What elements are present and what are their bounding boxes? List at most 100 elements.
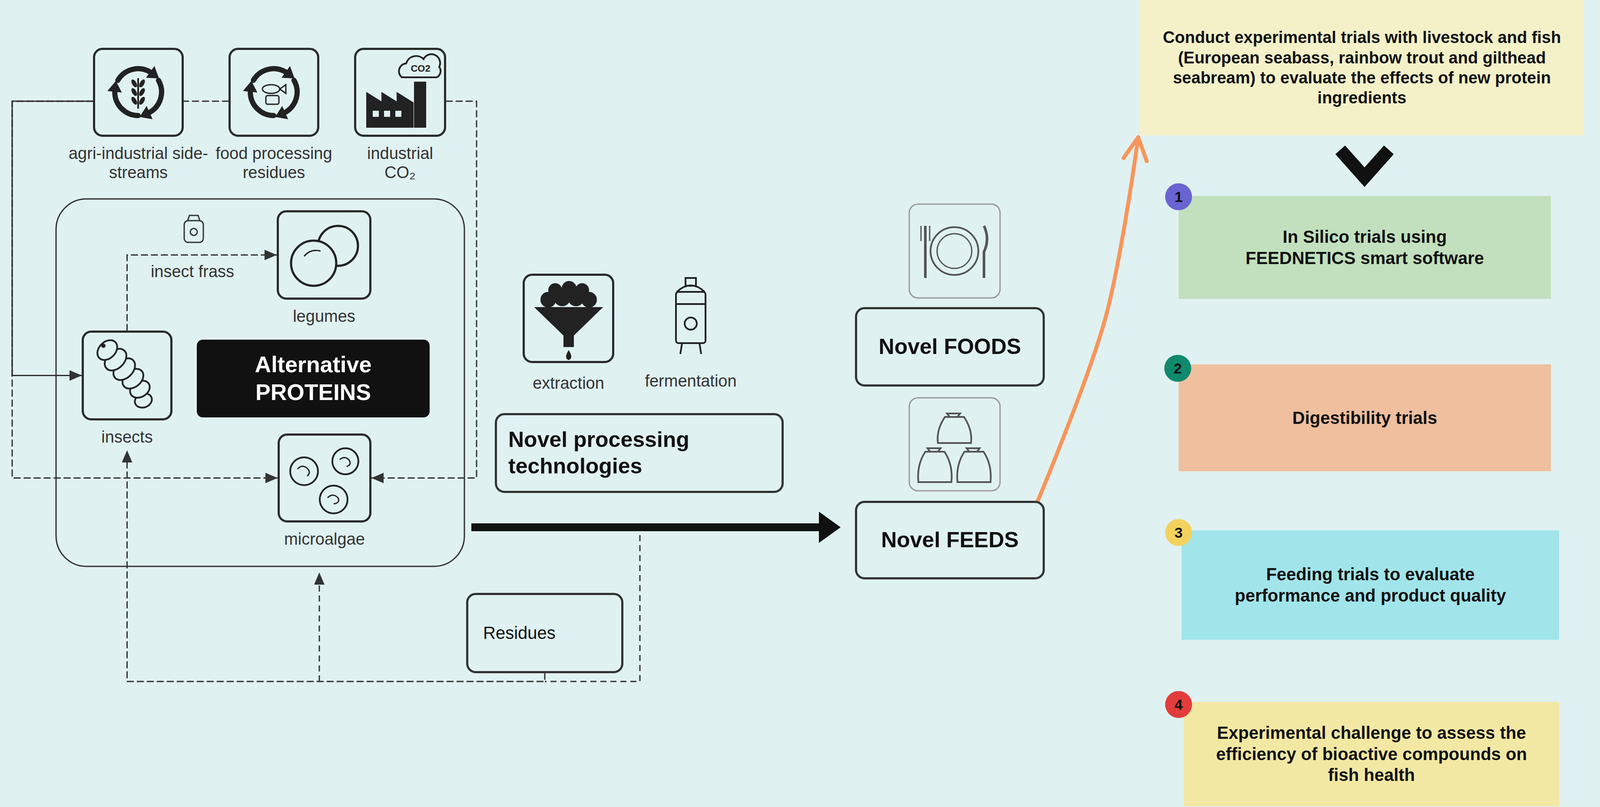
edge-label: insect frass bbox=[138, 262, 247, 282]
icon-caption: legumes bbox=[258, 307, 390, 327]
recycle-wheat-icon bbox=[130, 78, 139, 89]
feed-sacks-icon bbox=[947, 413, 961, 418]
icon-box: extraction bbox=[522, 273, 615, 364]
factory-icon bbox=[372, 110, 379, 117]
box-text: In Silico trials using FEEDNETICS smart … bbox=[1225, 226, 1504, 269]
feed-sacks-icon bbox=[927, 448, 941, 452]
group-outline bbox=[56, 198, 465, 567]
box-text: Feeding trials to evaluate performance a… bbox=[1214, 563, 1528, 607]
fermenter-icon bbox=[685, 278, 696, 286]
callout-number: 1 bbox=[1165, 183, 1193, 211]
box-text: Residues bbox=[483, 622, 556, 644]
main-flow-arrow bbox=[471, 511, 841, 544]
recycle-wheat-icon bbox=[130, 96, 139, 106]
main-flow-arrow bbox=[818, 511, 841, 544]
factory-icon bbox=[367, 54, 441, 127]
factory-icon bbox=[414, 82, 426, 127]
icon-box: microalgae bbox=[277, 433, 372, 523]
feed-sacks-icon bbox=[957, 451, 991, 483]
step-band: Conduct experimental trials with livesto… bbox=[1139, 0, 1584, 136]
process-box: Residues bbox=[466, 592, 624, 674]
icon-box: insects bbox=[81, 330, 173, 421]
plate-icon bbox=[937, 233, 972, 269]
plate-icon bbox=[983, 225, 988, 279]
connector bbox=[1037, 137, 1139, 501]
fermenter-icon bbox=[699, 343, 702, 355]
factory-icon bbox=[384, 110, 391, 117]
recycle-wheat-icon bbox=[130, 87, 139, 97]
process-box: Novel FOODS bbox=[854, 307, 1045, 387]
recycle-wheat-icon bbox=[138, 78, 147, 89]
icon-caption: insects bbox=[62, 427, 193, 448]
factory-icon bbox=[372, 110, 402, 117]
recycle-food-icon bbox=[265, 95, 279, 105]
box-text: Novel FOODS bbox=[878, 333, 1022, 361]
box-ground bbox=[354, 47, 447, 137]
icon-box: industrial CO₂ bbox=[354, 47, 447, 137]
highlight-box: Alternative PROTEINS bbox=[196, 339, 430, 418]
recycle-food-icon bbox=[262, 84, 280, 94]
feed-sacks-icon bbox=[909, 397, 1001, 491]
icon-box: legumes bbox=[276, 210, 372, 300]
chevron-symbol bbox=[1340, 149, 1389, 178]
box-ground bbox=[522, 273, 615, 364]
plate-icon bbox=[909, 204, 1001, 299]
microalgae-icon bbox=[290, 457, 319, 486]
box-text: Novel FEEDS bbox=[881, 526, 1019, 554]
step-band: Feeding trials to evaluate performance a… bbox=[1181, 530, 1560, 640]
text-label: CO2 bbox=[403, 62, 438, 75]
icon-box: agri-industrial side-streams bbox=[92, 47, 184, 137]
frass-bag-icon bbox=[187, 215, 200, 221]
funnel-icon bbox=[575, 283, 589, 297]
fermenter-icon bbox=[684, 317, 697, 330]
microalgae-icon bbox=[332, 448, 359, 475]
box-text: Digestibility trials bbox=[1292, 407, 1438, 429]
recycle-food-icon bbox=[279, 84, 286, 94]
process-box: Novel FEEDS bbox=[854, 500, 1045, 580]
box-ground bbox=[81, 330, 173, 421]
frass-bag-icon bbox=[184, 220, 204, 243]
frass-bag-icon bbox=[184, 215, 204, 243]
connector bbox=[127, 255, 278, 331]
residue-loop bbox=[319, 535, 640, 682]
callout-number: 4 bbox=[1165, 691, 1193, 719]
box-ground bbox=[92, 47, 184, 137]
plate-icon bbox=[924, 225, 927, 279]
funnel-icon bbox=[535, 281, 603, 360]
legume-icon bbox=[291, 225, 358, 286]
larva-icon bbox=[93, 336, 122, 365]
icon-caption: food processing residues bbox=[200, 144, 348, 183]
recycle-wheat-icon bbox=[138, 96, 147, 106]
recycle-wheat-icon bbox=[137, 78, 140, 109]
microalgae-icon bbox=[319, 485, 348, 514]
funnel-icon bbox=[548, 283, 562, 297]
frass-bag-icon bbox=[190, 228, 198, 236]
recycle-wheat-icon bbox=[105, 66, 169, 124]
main-flow-arrow bbox=[471, 523, 824, 532]
recycle-food-icon bbox=[240, 66, 305, 124]
box-text: Alternative PROTEINS bbox=[207, 351, 420, 407]
larva-icon bbox=[93, 336, 154, 411]
funnel-icon bbox=[566, 351, 571, 360]
recycle-wheat-icon bbox=[130, 78, 147, 106]
box-ground bbox=[276, 210, 372, 300]
fermenter-icon bbox=[675, 303, 706, 305]
process-box: Novel processing technologies bbox=[494, 413, 784, 494]
step-band: Experimental challenge to assess the eff… bbox=[1183, 702, 1560, 807]
fermenter-icon bbox=[675, 291, 706, 344]
callout-number: 3 bbox=[1165, 519, 1193, 547]
fermenter-icon bbox=[680, 343, 683, 355]
legume-icon bbox=[304, 250, 321, 257]
icon-caption: industrial CO₂ bbox=[350, 144, 451, 183]
recycle-food-icon bbox=[240, 66, 305, 124]
microalgae-icon bbox=[327, 495, 339, 504]
icon-caption: microalgae bbox=[259, 530, 390, 550]
box-text: Conduct experimental trials with livesto… bbox=[1150, 27, 1574, 108]
plate-icon bbox=[930, 227, 979, 275]
plate-icon bbox=[920, 225, 930, 242]
text-label: fermentation bbox=[625, 371, 756, 391]
factory-icon bbox=[398, 54, 441, 78]
step-band: Digestibility trials bbox=[1178, 364, 1551, 472]
factory-icon bbox=[367, 93, 413, 127]
